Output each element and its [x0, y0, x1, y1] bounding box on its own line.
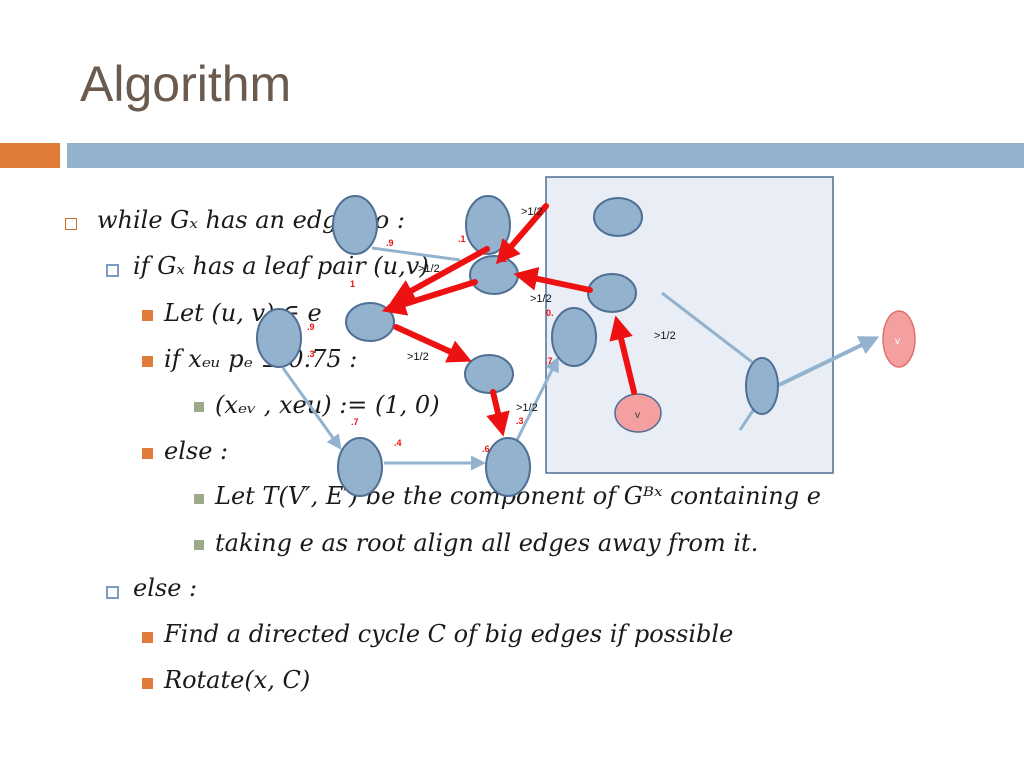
title-accent-bar	[0, 143, 60, 168]
bullet-level3-icon	[142, 356, 153, 367]
weight-label: .9	[307, 322, 315, 332]
bullet-else-inner: else :	[164, 437, 229, 465]
graph-node	[485, 437, 531, 497]
edge-label: >1/2	[516, 402, 538, 414]
bullet-level3-icon	[142, 448, 153, 459]
bullet-level3-icon	[142, 632, 153, 643]
graph-node	[256, 308, 302, 368]
weight-label: .1	[458, 234, 466, 244]
blue-edge	[371, 246, 461, 262]
leaf-node-v	[614, 393, 662, 433]
graph-node	[464, 354, 514, 394]
bullet-if-leaf: if Gₓ has a leaf pair (u,v)	[133, 252, 429, 280]
bullet-else-outer: else :	[133, 574, 198, 602]
blue-edge	[661, 291, 753, 364]
red-arrow	[393, 324, 472, 363]
weight-label: .3	[516, 416, 524, 426]
graph-node	[332, 195, 378, 255]
bullet-level2-icon	[106, 264, 119, 277]
red-arrow	[495, 203, 549, 265]
blue-edge	[512, 356, 559, 447]
weight-label: 1	[350, 279, 355, 289]
graph-node	[587, 273, 637, 313]
bullet-level4-icon	[194, 402, 204, 412]
bullet-level1-icon	[65, 218, 77, 230]
weight-label: 0.	[546, 308, 554, 318]
node-label: v	[895, 336, 900, 347]
slide-title: Algorithm	[80, 56, 292, 112]
node-label: v	[635, 410, 640, 421]
weight-label: .3	[307, 349, 315, 359]
red-arrow	[486, 389, 510, 437]
graph-node	[745, 357, 779, 415]
edge-label: >1/2	[654, 330, 676, 342]
edge-label: >1/2	[418, 263, 440, 275]
graph-node	[551, 307, 597, 367]
red-arrow	[381, 279, 478, 316]
red-arrow	[609, 315, 637, 395]
graph-node	[465, 195, 511, 255]
bullet-find-cycle: Find a directed cycle C of big edges if …	[164, 620, 734, 648]
edge-label: >1/2	[530, 293, 552, 305]
bullet-level3-icon	[142, 310, 153, 321]
bullet-assign: (xₑᵥ , xeu) := (1, 0)	[215, 391, 440, 419]
bullet-rotate: Rotate(x, C)	[164, 666, 311, 694]
graph-node	[345, 302, 395, 342]
weight-label: .6	[482, 444, 490, 454]
bullet-level2-icon	[106, 586, 119, 599]
red-arrow	[390, 246, 490, 303]
target-node-v	[882, 310, 916, 368]
graph-node	[469, 255, 519, 295]
red-arrow	[513, 267, 593, 293]
graph-node	[593, 197, 643, 237]
weight-label: .9	[386, 238, 394, 248]
weight-label: .4	[394, 438, 402, 448]
blue-edge	[281, 367, 342, 450]
graph-node	[337, 437, 383, 497]
title-divider-bar	[67, 143, 1024, 168]
bullet-level4-icon	[194, 540, 204, 550]
edge-label: >1/2	[521, 206, 543, 218]
weight-label: .7	[545, 356, 553, 366]
edge-label: >1/2	[407, 351, 429, 363]
bullet-taking-e: taking e as root align all edges away fr…	[215, 529, 759, 557]
bullet-level4-icon	[194, 494, 204, 504]
weight-label: 1	[502, 254, 507, 264]
bullet-level3-icon	[142, 678, 153, 689]
weight-label: .7	[351, 417, 359, 427]
blue-edge	[778, 336, 880, 387]
